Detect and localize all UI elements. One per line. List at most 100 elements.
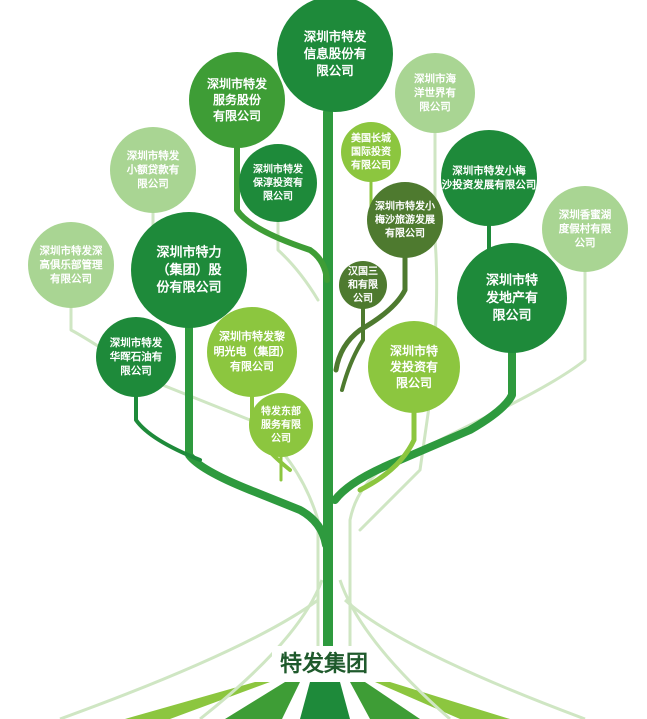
company-node-label-line: 深圳市特发 [127, 149, 180, 162]
company-node-circle [189, 52, 285, 148]
company-node-label-line: 小额贷款有 [126, 163, 180, 176]
ground-stripe [225, 682, 300, 719]
company-node-label: 深圳市特发小梅沙旅游发展有限公司 [375, 200, 435, 240]
company-node-label-line: 保淳投资有 [252, 176, 303, 189]
branch-line [340, 307, 365, 392]
ground-line [338, 579, 451, 719]
company-node-label: 汉国三和有限公司 [347, 265, 379, 305]
company-node-label-line: 明光电（集团） [214, 344, 291, 358]
company-node: 深圳市特发深高俱乐部管理有限公司 [28, 222, 114, 308]
company-node-label-line: 华晖石油有 [110, 350, 163, 363]
ground-stripes [59, 579, 586, 719]
company-node-label-line: 有限公司 [50, 272, 92, 285]
root-node: 特发集团 [272, 646, 376, 682]
company-node-circle [131, 212, 247, 328]
ground-stripe [300, 682, 350, 719]
company-node: 特发东部服务有限公司 [249, 393, 313, 457]
company-node-label-line: 限公司 [419, 101, 451, 113]
company-node-label-line: 深圳市海 [414, 72, 456, 85]
company-node-label-line: 深圳市特 [390, 342, 438, 357]
company-node-circle [28, 222, 114, 308]
company-node-label: 深圳市特发地产有限公司 [485, 272, 538, 323]
company-node-circle [249, 393, 313, 457]
company-node-circle [341, 122, 401, 182]
company-node-label-line: 深圳市特力 [156, 244, 221, 260]
branch-line [357, 410, 417, 493]
company-node-label-line: 服务股份 [213, 92, 262, 107]
company-node-label: 深圳香蜜湖度假村有限公司 [559, 208, 612, 249]
company-nodes: 深圳市特发信息股份有限公司深圳市特发服务股份有限公司深圳市海洋世界有限公司深圳市… [28, 0, 628, 457]
company-node-label-line: 和有限 [347, 278, 379, 291]
company-node: 深圳市特发华晖石油有限公司 [96, 317, 176, 397]
ground-stripe [350, 682, 420, 719]
company-node-label: 深圳市特发小梅沙投资发展有限公司 [442, 164, 537, 191]
root-label: 特发集团 [280, 651, 368, 677]
root-label-background [272, 646, 376, 682]
ground-line [59, 598, 319, 719]
company-node-label-line: 深圳市特发小梅 [452, 164, 526, 177]
company-node-label-line: 汉国三 [348, 265, 378, 278]
ground-stripe [375, 682, 510, 719]
company-node-circle [395, 53, 475, 133]
company-node-circle [207, 307, 297, 397]
company-node: 深圳市特发地产有限公司 [457, 243, 567, 353]
company-node-circle [277, 0, 393, 112]
company-node-label-line: 有限公司 [230, 359, 274, 373]
company-node-circle [367, 182, 443, 258]
company-node: 深圳市特发服务股份有限公司 [189, 52, 285, 148]
company-node-label: 深圳市特发服务股份有限公司 [207, 75, 268, 122]
company-node-label-line: 深圳市特发小 [375, 200, 435, 213]
company-node-label: 深圳市特发黎明光电（集团）有限公司 [214, 329, 291, 373]
branch-line [331, 349, 516, 504]
company-node-label-line: 美国长城 [351, 132, 391, 145]
company-node: 美国长城国际投资有限公司 [341, 122, 401, 182]
company-node-label: 深圳市特发保淳投资有限公司 [252, 163, 304, 203]
company-node-label: 深圳市特发投资有限公司 [389, 342, 438, 389]
company-node-label-line: 国际投资 [351, 145, 391, 158]
company-node: 深圳市特发小梅沙旅游发展有限公司 [367, 182, 443, 258]
company-node-label-line: 限公司 [137, 178, 169, 190]
ground-line [343, 598, 586, 719]
company-node-label-line: 份有限公司 [156, 279, 221, 295]
company-node-circle [96, 317, 176, 397]
company-node-circle [339, 261, 387, 309]
company-node-circle [110, 127, 196, 213]
company-node-label-line: 发投资有 [389, 359, 438, 374]
company-node-label-line: 有限公司 [213, 108, 261, 123]
company-node-label-line: 深圳市特发深 [40, 244, 103, 257]
ground-line [199, 579, 324, 719]
company-node-circle [368, 321, 460, 413]
company-node-label-line: 度假村有限 [559, 222, 612, 235]
company-node-label-line: 有限公司 [385, 227, 425, 240]
company-node-label-line: 服务有限 [261, 418, 302, 431]
branch-line [333, 255, 408, 373]
company-node: 深圳市特发小额贷款有限公司 [110, 127, 196, 213]
company-node-label-line: 公司 [271, 433, 291, 445]
branch-line [134, 395, 202, 462]
company-node-label-line: 深圳香蜜湖 [559, 208, 612, 221]
company-node-label-line: 沙投资发展有限公司 [442, 178, 537, 191]
company-node-label-line: 限公司 [120, 365, 152, 377]
company-node-label-line: 限公司 [316, 62, 354, 77]
branch-line [185, 324, 330, 549]
company-node-label-line: 发地产有 [485, 290, 538, 306]
company-node: 汉国三和有限公司 [339, 261, 387, 309]
company-node-label: 深圳市特发小额贷款有限公司 [126, 149, 180, 190]
company-node-label-line: 公司 [575, 237, 596, 249]
company-node: 深圳市特发小梅沙投资发展有限公司 [441, 130, 537, 226]
company-node-label-line: 深圳市特 [486, 272, 538, 288]
company-node-label-line: 限公司 [492, 308, 531, 323]
company-node-label: 深圳市特发华晖石油有限公司 [110, 336, 163, 377]
company-node-label-line: 有限公司 [351, 159, 391, 172]
company-node-label-line: 限公司 [263, 191, 293, 203]
company-node: 深圳市特发保淳投资有限公司 [239, 144, 317, 222]
company-node-label-line: 深圳市特发 [207, 75, 268, 90]
branch-line [276, 220, 320, 302]
company-node-label-line: 深圳市特发黎 [219, 329, 286, 343]
company-node-label-line: （集团）股 [156, 262, 221, 278]
company-node: 深圳市特发投资有限公司 [368, 321, 460, 413]
company-node-label-line: 高俱乐部管理 [40, 258, 103, 271]
company-node-label-line: 洋世界有 [414, 86, 456, 99]
company-node-label-line: 深圳市特发 [110, 336, 163, 349]
